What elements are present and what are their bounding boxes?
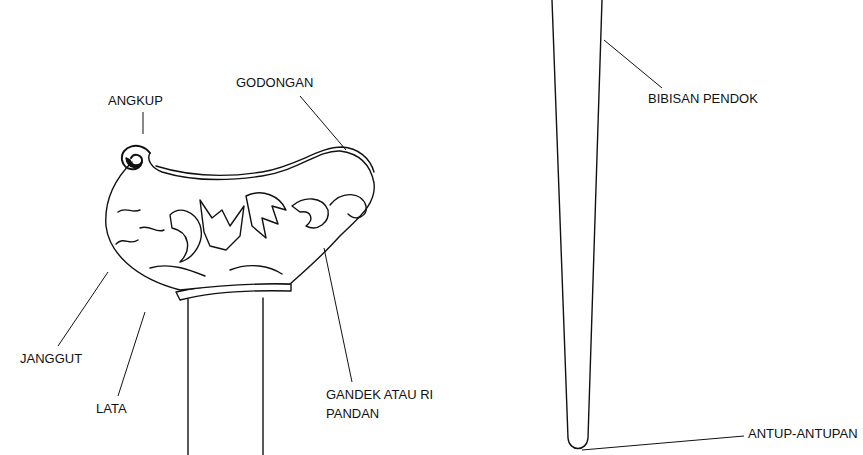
angkup-curl <box>126 158 142 167</box>
leader-line <box>118 312 145 396</box>
leader-line <box>324 248 352 382</box>
part-label: LATA <box>96 400 127 419</box>
carving <box>170 210 201 262</box>
carving <box>292 199 328 228</box>
leader-line <box>143 112 144 134</box>
part-label: GANDEK ATAU RI PANDAN <box>326 386 451 424</box>
part-label: BIBISAN PENDOK <box>648 90 758 109</box>
part-label: ANGKUP <box>108 92 163 111</box>
stem-line <box>187 298 188 455</box>
stem-line <box>262 298 263 455</box>
leader-line <box>582 436 744 450</box>
carving <box>150 266 282 276</box>
hilt-body <box>106 151 375 290</box>
leader-line <box>300 96 346 150</box>
carving <box>246 193 286 238</box>
leader-lines <box>58 40 744 450</box>
carving <box>200 200 244 250</box>
sheath-outline <box>552 0 602 449</box>
leader-line <box>58 272 108 346</box>
carving <box>330 195 366 218</box>
part-label: JANGGUT <box>20 350 82 369</box>
sheath-drawing <box>552 0 602 449</box>
part-label: GODONGAN <box>236 74 313 93</box>
part-label: ANTUP-ANTUPAN <box>748 425 858 444</box>
leader-line <box>604 40 662 88</box>
godongan-edge <box>156 147 374 175</box>
